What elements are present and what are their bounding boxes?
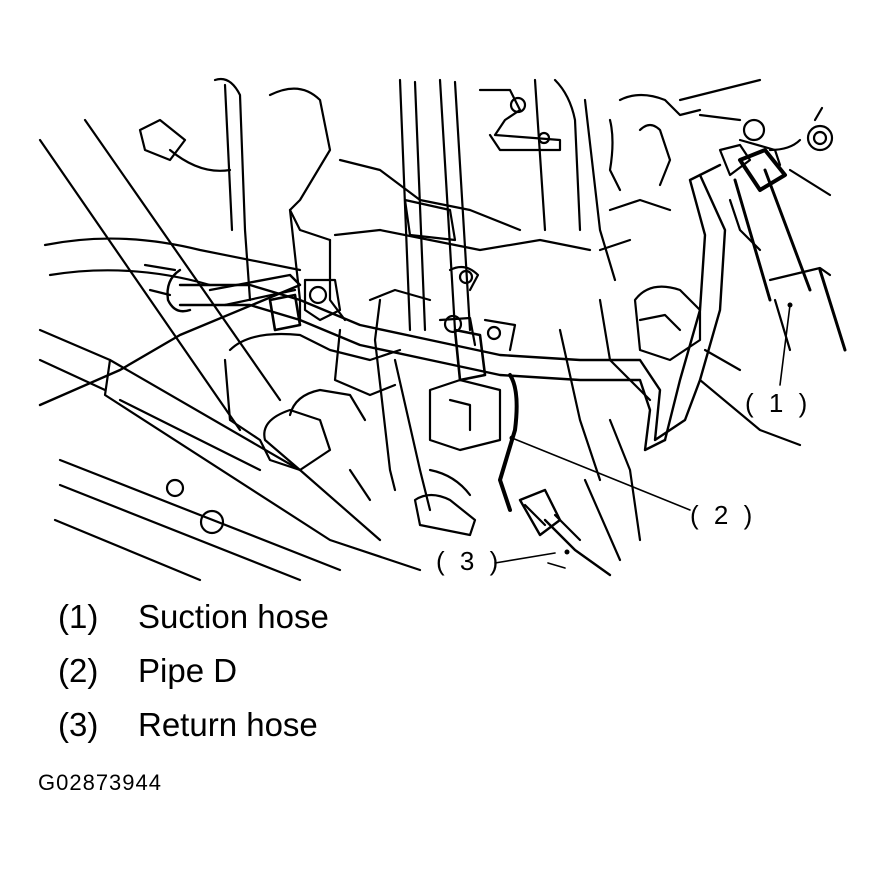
legend-item-return-hose: (3) Return hose	[58, 706, 329, 760]
callout-leaders	[494, 304, 791, 569]
engine-bay-line-drawing	[38, 77, 847, 582]
legend-text: Suction hose	[138, 598, 329, 635]
legend-text: Return hose	[138, 706, 318, 743]
compressor	[223, 288, 502, 537]
pipe-d-lower-line	[498, 373, 612, 577]
suction-hose	[718, 143, 847, 352]
legend-number: (3)	[58, 706, 99, 743]
pipe-clamps	[268, 278, 517, 382]
return-hose	[38, 273, 302, 407]
callout-2: ( 2 )	[690, 500, 757, 530]
legend-number: (1)	[58, 598, 99, 635]
callout-1: ( 1 )	[745, 388, 812, 418]
callout-3: ( 3 )	[436, 546, 503, 576]
legend-item-pipe-d: (2) Pipe D	[58, 652, 329, 706]
engine-block	[213, 77, 617, 332]
legend: (1) Suction hose (2) Pipe D (3) Return h…	[58, 598, 329, 760]
figure-code: G02873944	[38, 770, 162, 795]
left-body-panel	[38, 118, 422, 582]
legend-number: (2)	[58, 652, 99, 689]
wire-connector	[138, 118, 232, 172]
right-body-panel	[558, 78, 834, 562]
legend-text: Pipe D	[138, 652, 238, 689]
pipe-d	[143, 163, 727, 452]
legend-item-suction-hose: (1) Suction hose	[58, 598, 329, 652]
